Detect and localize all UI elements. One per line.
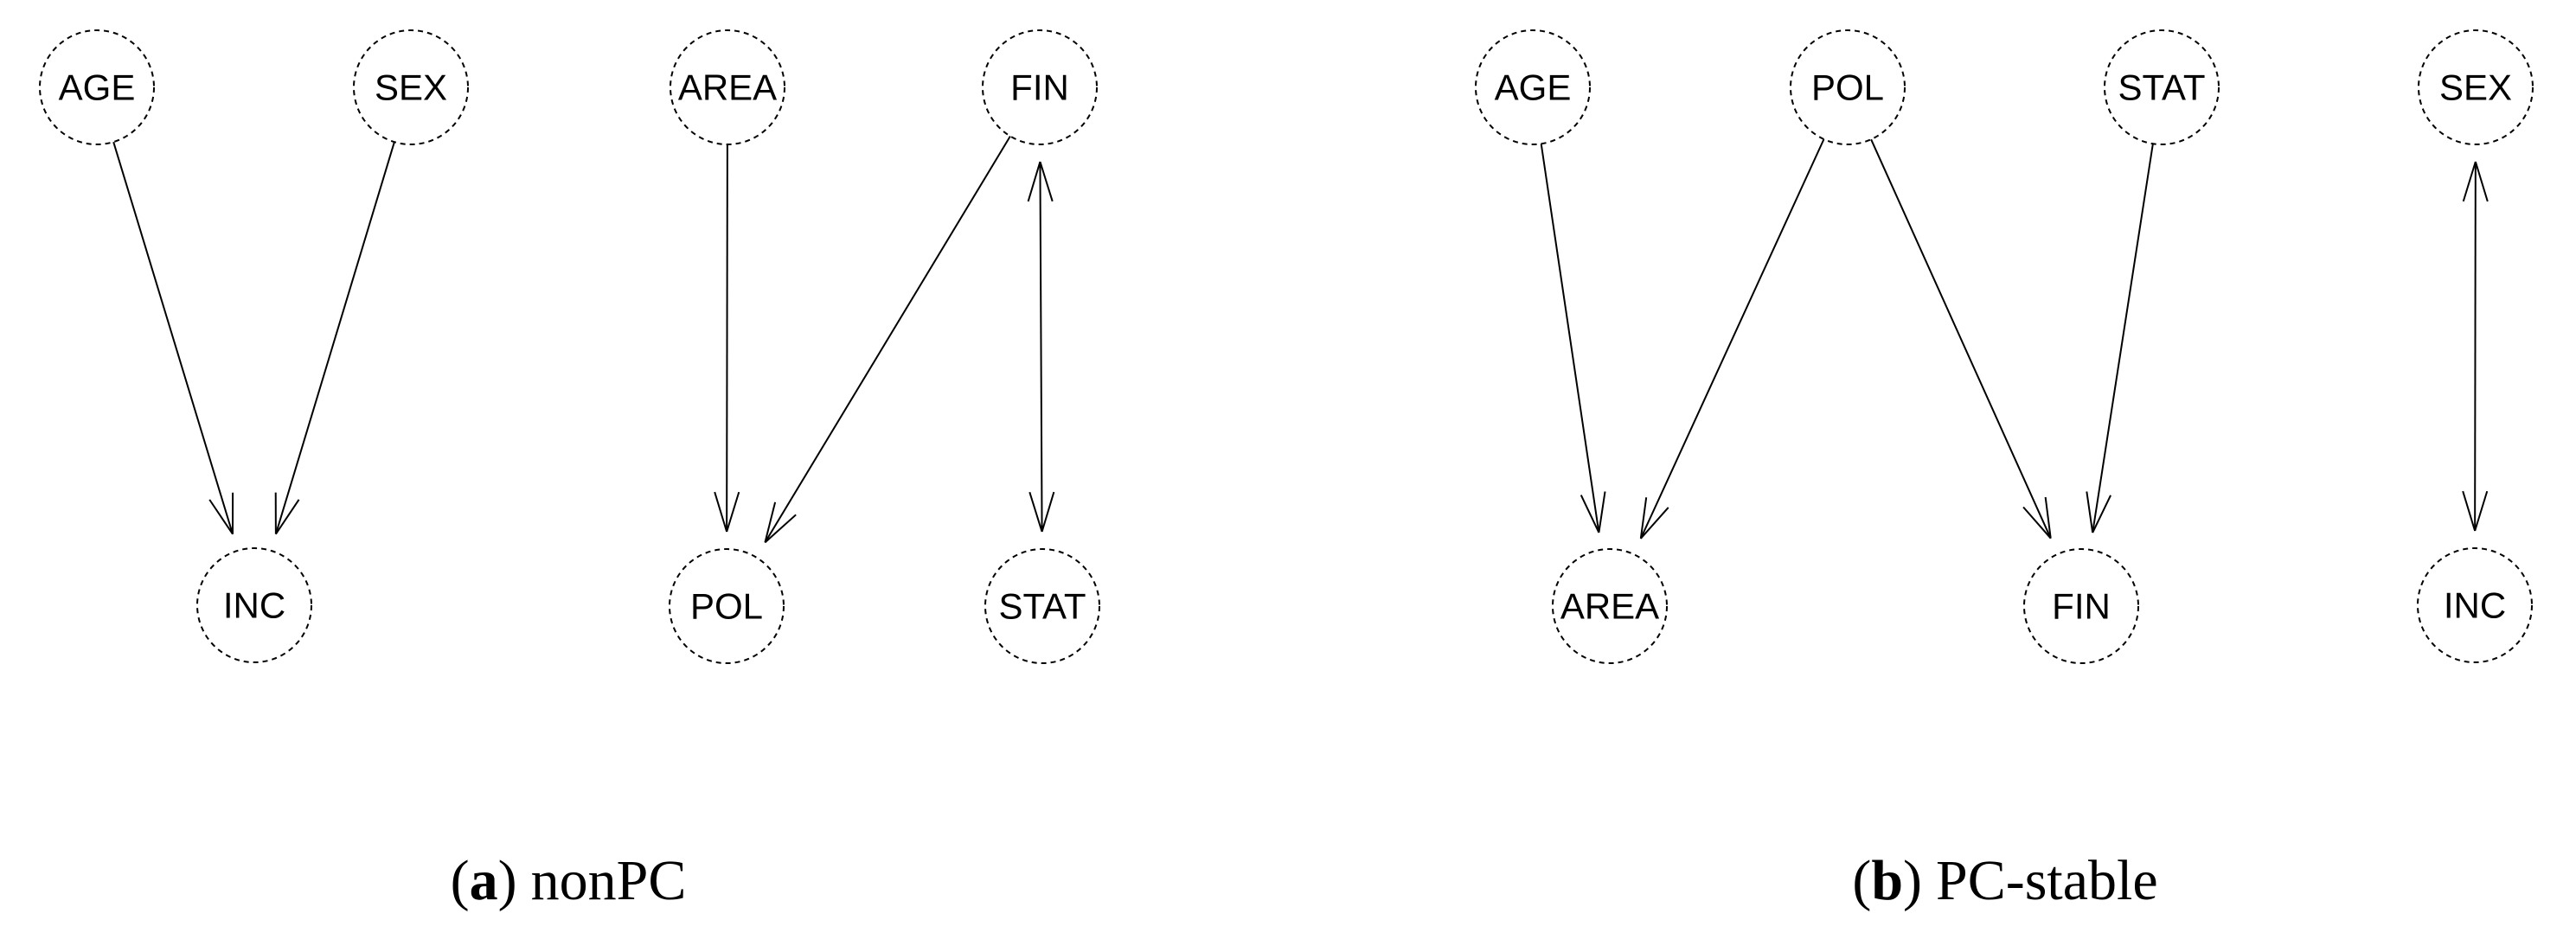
node-label: FIN	[2052, 586, 2111, 627]
arrowhead-to-FIN-arm1	[2092, 495, 2111, 533]
node-label: SEX	[2439, 67, 2512, 108]
node-label: STAT	[2118, 67, 2205, 108]
arrowhead-to-AREA-arm2	[1580, 495, 1600, 533]
node-b-POL: POL	[1790, 29, 1906, 145]
arrowhead-to-FIN-arm1	[2044, 496, 2052, 539]
arrowhead-to-INC-arm2	[2462, 490, 2477, 532]
node-label: AGE	[59, 67, 136, 108]
node-label: SEX	[375, 67, 447, 108]
arrowhead-to-INC-arm1	[275, 499, 300, 535]
node-a-SEX: SEX	[353, 29, 469, 145]
node-circle	[39, 29, 155, 145]
node-a-AREA: AREA	[670, 29, 785, 145]
node-circle	[984, 548, 1100, 664]
node-label: AREA	[678, 67, 777, 108]
caption-algorithm-name: nonPC	[531, 849, 687, 912]
node-a-POL: POL	[669, 548, 785, 664]
node-label: FIN	[1010, 67, 1069, 108]
arrowhead-to-FIN-arm2	[1039, 161, 1054, 202]
arrowhead-to-INC-arm2	[208, 499, 234, 535]
caption-algorithm-name: PC-stable	[1936, 849, 2158, 912]
arrowhead-to-FIN-arm1	[1027, 161, 1041, 202]
node-b-SEX: SEX	[2418, 29, 2534, 145]
edge-line	[274, 141, 395, 534]
edge-b-STAT-FIN	[2086, 144, 2154, 533]
arrowhead-to-SEX-arm1	[2462, 161, 2477, 202]
node-b-AREA: AREA	[1552, 548, 1668, 664]
caption-a: (a)nonPC	[451, 849, 687, 912]
arrowhead-to-INC-arm1	[2474, 490, 2489, 532]
node-circle	[1552, 548, 1668, 664]
arrowhead-to-STAT-arm2	[1028, 491, 1043, 533]
node-circle	[1790, 29, 1906, 145]
node-circle	[2418, 29, 2534, 145]
node-circle	[1475, 29, 1591, 145]
arrowhead-to-STAT-arm1	[1041, 491, 1055, 533]
diagram-a: AGE SEX AREA FIN INC POL STAT (a)nonPC	[39, 29, 1100, 912]
arrowhead-to-AREA-arm2	[1639, 497, 1648, 539]
arrowhead-to-SEX-arm2	[2474, 161, 2489, 202]
edge-line	[1540, 144, 1600, 533]
node-circle	[196, 547, 312, 663]
edge-a-AGE-INC	[112, 141, 234, 535]
caption-paren-open: (	[1852, 849, 1871, 912]
edge-line	[1039, 161, 1043, 533]
edge-a-FIN-POL	[764, 135, 1011, 544]
arrowhead-to-POL-arm1	[764, 514, 797, 544]
node-label: AGE	[1495, 67, 1572, 108]
diagram-b: AGE POL STAT SEX AREA FIN INC (b)PC-stable	[1475, 29, 2534, 912]
edge-line	[2474, 161, 2477, 532]
arrowhead-to-FIN-arm2	[2086, 491, 2094, 533]
node-label: STAT	[998, 586, 1086, 627]
caption-paren-close: )	[498, 849, 517, 912]
node-label: POL	[690, 586, 763, 627]
caption-letter: b	[1871, 849, 1903, 912]
node-a-INC: INC	[196, 547, 312, 663]
node-circle	[2417, 547, 2533, 663]
node-a-FIN: FIN	[982, 29, 1098, 145]
node-circle	[670, 29, 785, 145]
edge-b-POL-AREA	[1639, 138, 1825, 540]
node-circle	[669, 548, 785, 664]
caption-b: (b)PC-stable	[1852, 849, 2157, 912]
node-a-AGE: AGE	[39, 29, 155, 145]
node-label: POL	[1811, 67, 1884, 108]
caption-paren-open: (	[451, 849, 470, 912]
node-circle	[2104, 29, 2220, 145]
arrowhead-to-POL-arm2	[714, 491, 728, 533]
edge-line	[1639, 138, 1825, 540]
arrowhead-to-POL-arm2	[764, 501, 777, 543]
edge-b-AGE-AREA	[1540, 144, 1606, 533]
caption-paren-close: )	[1903, 849, 1922, 912]
node-b-INC: INC	[2417, 547, 2533, 663]
edge-line	[1870, 138, 2052, 539]
edge-line	[112, 141, 234, 535]
caption-letter: a	[470, 849, 498, 912]
node-b-FIN: FIN	[2023, 548, 2139, 664]
edge-a-SEX-INC	[274, 141, 395, 535]
edge-line	[2092, 144, 2154, 533]
node-b-AGE: AGE	[1475, 29, 1591, 145]
node-circle	[353, 29, 469, 145]
node-label: AREA	[1560, 586, 1659, 627]
arrowhead-to-POL-arm1	[726, 491, 740, 533]
node-label: INC	[2444, 585, 2506, 626]
edge-b-POL-FIN	[1870, 138, 2052, 540]
edge-line	[764, 135, 1011, 543]
node-circle	[982, 29, 1098, 145]
edge-b-SEX-INC	[2462, 161, 2489, 532]
edge-a-AREA-POL	[714, 144, 740, 533]
node-label: INC	[223, 585, 285, 626]
arrowhead-to-AREA-arm1	[1598, 491, 1606, 533]
arrowhead-to-FIN-arm2	[2022, 506, 2052, 540]
node-a-STAT: STAT	[984, 548, 1100, 664]
node-circle	[2023, 548, 2139, 664]
node-b-STAT: STAT	[2104, 29, 2220, 145]
arrowhead-to-AREA-arm1	[1640, 507, 1669, 540]
edge-a-FIN-STAT	[1027, 161, 1055, 533]
